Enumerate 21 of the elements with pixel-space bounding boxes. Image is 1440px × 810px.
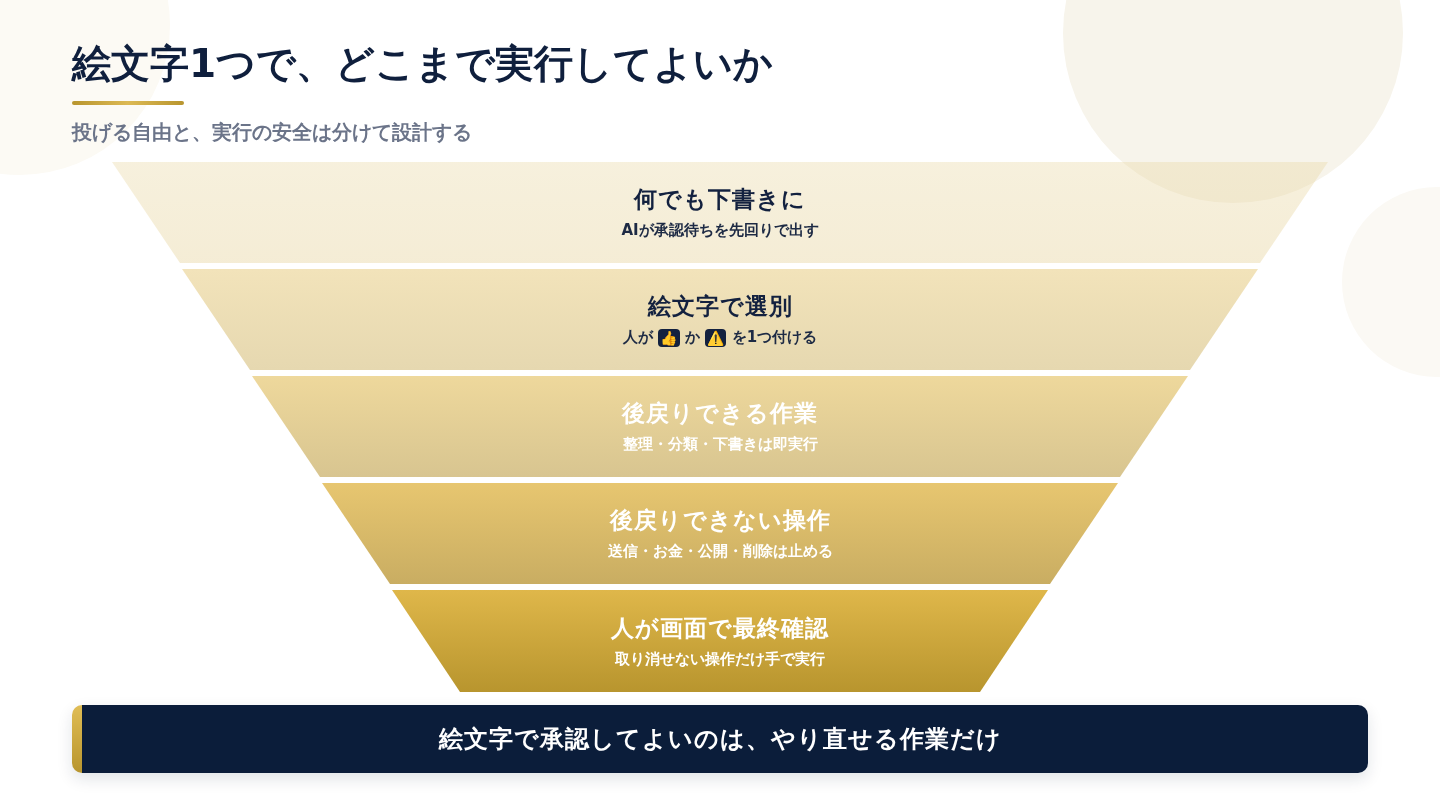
warning-icon: ⚠ <box>705 329 727 347</box>
layer-heading: 後戻りできる作業 <box>622 399 818 428</box>
funnel-layer <box>392 590 1048 692</box>
conclusion-banner <box>72 705 1368 773</box>
funnel-layer <box>182 269 1258 370</box>
layer-description: AIが承認待ちを先回りで出す <box>621 220 819 241</box>
layer-description: 整理・分類・下書きは即実行 <box>622 434 818 455</box>
layer-heading: 絵文字で選別 <box>647 292 793 321</box>
banner-text: 絵文字で承認してよいのは、やり直せる作業だけ <box>438 724 1002 755</box>
layer-heading: 何でも下書きに <box>634 185 806 214</box>
layer-description: 人が 👍 か ⚠ を1つ付ける <box>622 327 818 348</box>
layer-heading: 後戻りできない操作 <box>609 506 831 535</box>
subtitle: 投げる自由と、実行の安全は分けて設計する <box>72 119 472 145</box>
funnel-layer <box>252 376 1188 477</box>
funnel-layer <box>322 483 1118 584</box>
funnel-layer <box>112 162 1328 263</box>
thumbs-up-icon: 👍 <box>658 329 680 347</box>
title: 絵文字1つで、どこまで実行してよいか <box>72 40 774 88</box>
layer-description: 取り消せない操作だけ手で実行 <box>615 648 825 670</box>
layer-description: 送信・お金・公開・削除は止める <box>607 541 833 562</box>
layer-heading: 人が画面で最終確認 <box>611 613 829 643</box>
